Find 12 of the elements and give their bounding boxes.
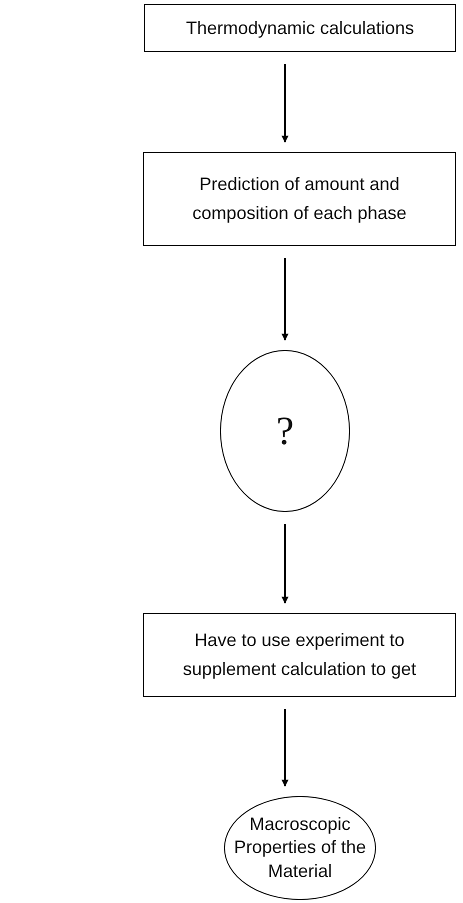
- process-box: [144, 4, 456, 52]
- node-text: ?: [275, 407, 295, 455]
- arrow: [282, 709, 288, 787]
- process-box: [143, 152, 456, 246]
- node-text: Thermodynamic calculations: [184, 16, 416, 40]
- process-box: [143, 613, 456, 697]
- arrow: [282, 524, 288, 604]
- node-text: Prediction of amount and composition of each phase: [191, 173, 408, 225]
- node-text: Have to use experiment to supplement calculation to get: [182, 629, 418, 681]
- arrow: [282, 64, 288, 143]
- node-text: Macroscopic Properties of the Material: [232, 812, 368, 883]
- arrow: [282, 258, 288, 341]
